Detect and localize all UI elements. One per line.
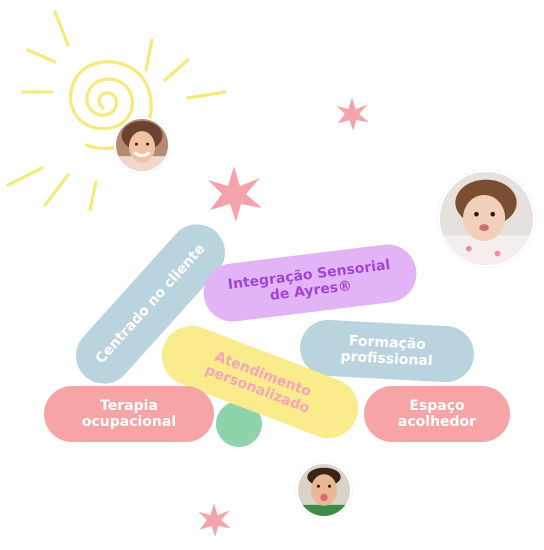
pill-terapia-ocupacional: Terapia ocupacional bbox=[44, 386, 214, 442]
pill-label: Terapia bbox=[100, 398, 158, 414]
pill-label: Espaço bbox=[409, 398, 465, 414]
pill-integracao-sensorial: Integração Sensorial de Ayres® bbox=[200, 241, 420, 325]
toddler-photo bbox=[438, 170, 535, 267]
pill-label: ocupacional bbox=[81, 414, 177, 430]
pill-label: acolhedor bbox=[397, 414, 477, 430]
pill-espaco-acolhedor: Espaço acolhedor bbox=[364, 386, 510, 442]
boy-photo bbox=[296, 462, 352, 518]
star-icon bbox=[198, 503, 231, 537]
pill-label: profissional bbox=[340, 348, 434, 370]
pill-formacao-profissional: Formação profissional bbox=[298, 318, 476, 384]
sun-icon bbox=[6, 10, 227, 212]
girl-photo bbox=[114, 117, 170, 173]
star-icon bbox=[336, 97, 369, 131]
star-icon bbox=[208, 166, 262, 222]
